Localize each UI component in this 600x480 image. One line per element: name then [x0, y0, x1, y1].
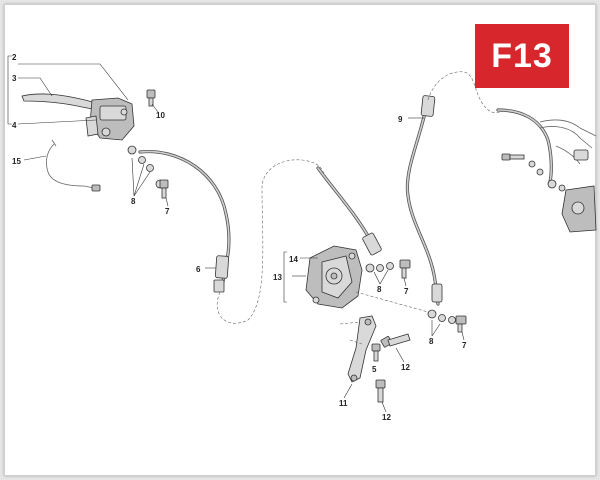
bolt-10 [146, 89, 156, 107]
label-12-lower: 12 [382, 413, 391, 422]
label-10: 10 [156, 111, 165, 120]
label-7-left: 7 [165, 207, 170, 216]
label-5: 5 [372, 365, 377, 374]
callout-bracket-left [7, 55, 159, 125]
bolt-12b [375, 379, 387, 413]
banjo-bolt-7b [365, 259, 411, 287]
banjo-bolt-7c [427, 309, 467, 341]
label-2: 2 [12, 53, 17, 62]
label-8-middle: 8 [377, 285, 382, 294]
brake-switch-cable [23, 139, 101, 192]
section-code-badge: F13 [475, 24, 569, 88]
routing-line-caliper [355, 291, 429, 313]
label-15: 15 [12, 157, 21, 166]
banjo-bolt-7a [131, 157, 169, 207]
front-right-brake [496, 108, 597, 233]
label-3: 3 [12, 74, 17, 83]
label-8-left: 8 [131, 197, 136, 206]
label-14: 14 [289, 255, 298, 264]
brake-hose-9 [405, 95, 443, 306]
label-8-right: 8 [429, 337, 434, 346]
brake-caliper [283, 245, 363, 309]
caliper-hose [316, 166, 382, 256]
caliper-bracket-11 [339, 315, 377, 399]
bolt-5 [371, 343, 381, 362]
callout-labels: 2 3 4 10 15 8 7 6 14 13 8 7 9 8 7 12 5 1… [12, 53, 467, 422]
label-9: 9 [398, 115, 403, 124]
label-12-upper: 12 [401, 363, 410, 372]
routing-line-6 [216, 159, 325, 324]
label-6: 6 [196, 265, 201, 274]
label-7-right: 7 [462, 341, 467, 350]
label-4: 4 [12, 121, 17, 130]
label-11: 11 [339, 399, 348, 408]
brake-hose-6 [138, 149, 231, 293]
bolt-12a [380, 333, 411, 363]
routing-line-9 [427, 71, 507, 114]
label-7-middle: 7 [404, 287, 409, 296]
brake-lever-assembly [21, 93, 165, 189]
label-13: 13 [273, 273, 282, 282]
